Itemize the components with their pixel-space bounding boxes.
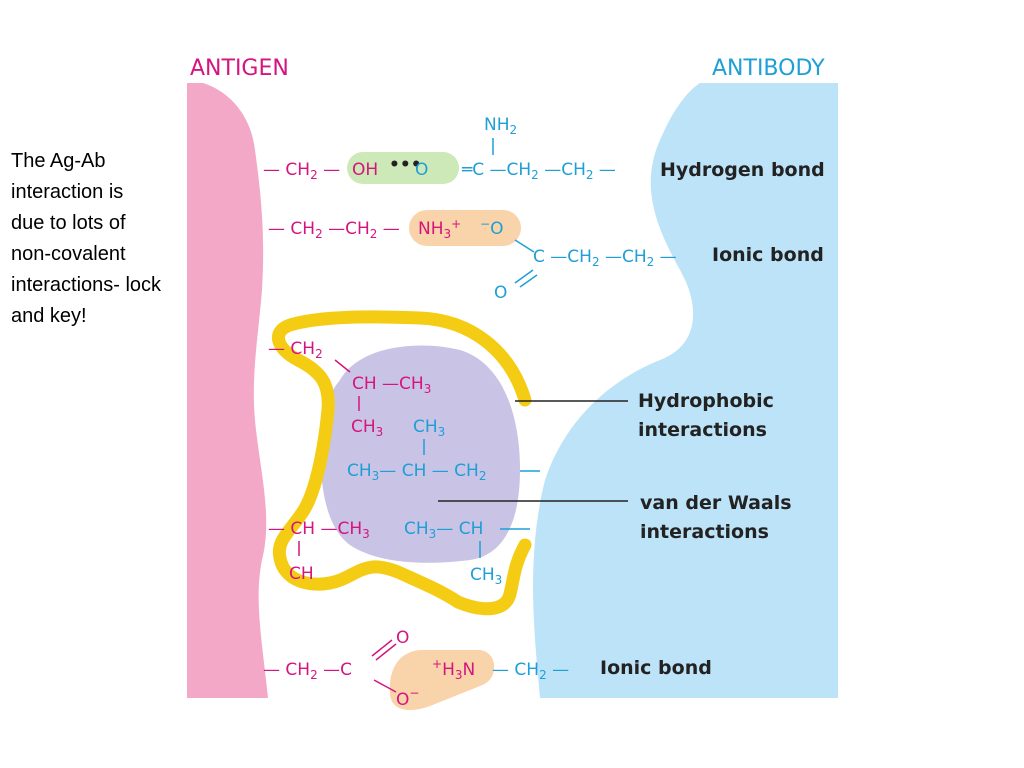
svg-text:CH3— CH: CH3— CH (404, 519, 483, 541)
svg-text:— CH2 —: — CH2 — (263, 160, 340, 182)
caption-line: The Ag-Ab (11, 150, 106, 172)
svg-text:+H3N: +H3N (432, 657, 475, 682)
svg-text:CH: CH (289, 564, 314, 584)
svg-text:C —CH2 —CH2 —: C —CH2 —CH2 — (533, 247, 677, 269)
svg-text:NH2: NH2 (484, 115, 517, 137)
vdw-label-line1: van der Waals (640, 492, 792, 514)
hydrogen-bond-highlight (347, 152, 459, 184)
svg-text:— CH2 —: — CH2 — (492, 660, 569, 682)
svg-text:═C —CH2 —CH2 —: ═C —CH2 —CH2 — (461, 160, 616, 182)
antigen-surface (187, 83, 268, 698)
svg-text:CH —CH3: CH —CH3 (352, 374, 431, 396)
hydrophobic-label-line1: Hydrophobic (638, 390, 774, 412)
hydrophobic-chem: — CH2 CH —CH3 CH3 CH3 CH3— CH — CH2 — CH… (268, 339, 540, 587)
svg-text:— CH2 —C: — CH2 —C (263, 660, 352, 682)
svg-text:CH3: CH3 (351, 417, 383, 439)
ionic-bond-label-1: Ionic bond (712, 244, 824, 266)
hydrogen-bond-label: Hydrogen bond (660, 159, 825, 181)
antigen-header: ANTIGEN (190, 56, 289, 81)
ionic-bond-chem-1: — CH2 —CH2 — NH3+ −O C —CH2 —CH2 — O (268, 217, 677, 303)
svg-text:•••: ••• (389, 155, 422, 175)
svg-text:O: O (415, 160, 428, 180)
ionic-bond-highlight-2 (389, 650, 495, 711)
ionic-bond-highlight-1 (409, 210, 521, 246)
caption-line: and key! (11, 305, 87, 327)
caption-line: due to lots of (11, 212, 126, 234)
side-caption: The Ag-Ab interaction is due to lots of … (11, 146, 211, 332)
yellow-loop (272, 310, 532, 616)
svg-text:O: O (494, 283, 507, 303)
svg-text:CH3: CH3 (413, 417, 445, 439)
ionic-bond-label-2: Ionic bond (600, 657, 712, 679)
hydrophobic-label-line2: interactions (638, 419, 767, 441)
svg-text:— CH2 —CH2 —: — CH2 —CH2 — (268, 219, 400, 241)
svg-text:CH3— CH — CH2: CH3— CH — CH2 (347, 461, 486, 483)
svg-text:O: O (396, 628, 409, 648)
svg-text:— CH2: — CH2 (268, 339, 323, 361)
vdw-label-line2: interactions (640, 521, 769, 543)
svg-text:CH3: CH3 (470, 565, 502, 587)
svg-text:−O: −O (480, 217, 503, 239)
caption-line: interactions- lock (11, 274, 162, 296)
hydrophobic-pocket (320, 345, 520, 563)
hydrogen-bond-chem: — CH2 — OH ••• O ═C —CH2 —CH2 — NH2 (263, 115, 616, 182)
antibody-header: ANTIBODY (712, 56, 825, 81)
ionic-bond-chem-2: — CH2 —C O O− +H3N — CH2 — (263, 628, 569, 710)
caption-line: non-covalent (11, 243, 126, 265)
antibody-surface (533, 83, 838, 698)
caption-line: interaction is (11, 181, 124, 203)
svg-text:— CH —CH3: — CH —CH3 (268, 519, 370, 541)
svg-text:OH: OH (352, 160, 378, 180)
